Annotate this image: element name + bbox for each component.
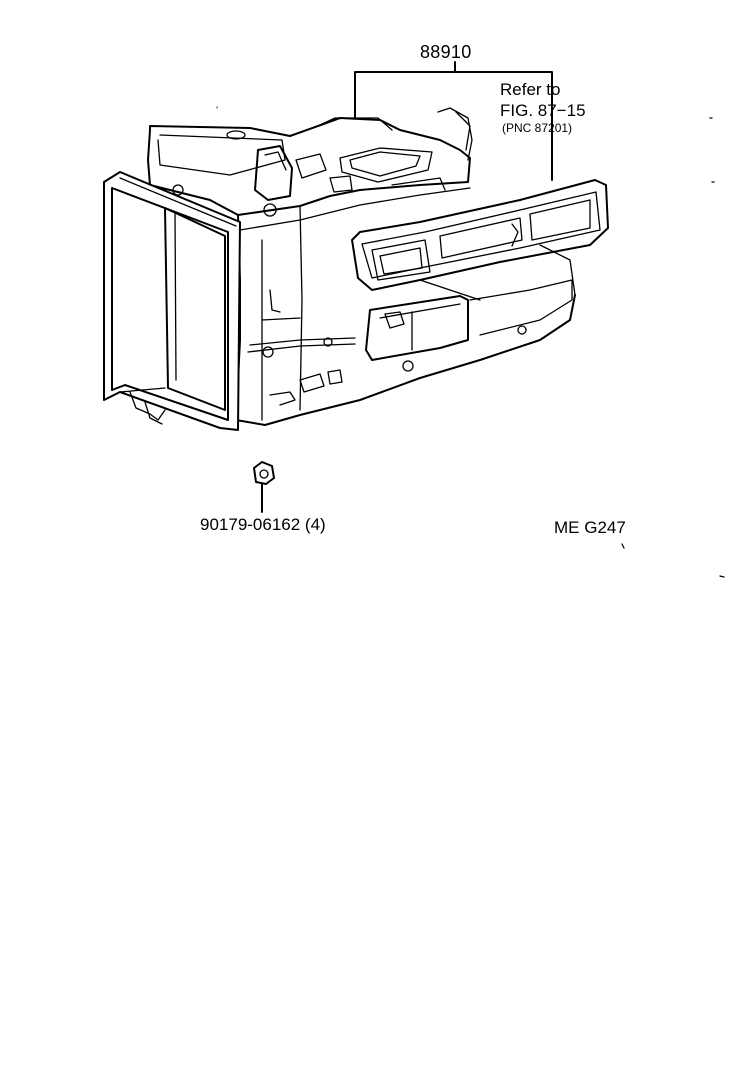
leader-88910 <box>354 61 553 181</box>
case-lower-body <box>172 184 576 426</box>
part-number-nut: 90179-06162 (4) <box>200 515 326 534</box>
inlet-frame <box>103 171 241 431</box>
nut-90179 <box>253 461 275 513</box>
svg-text:‘: ‘ <box>216 105 218 116</box>
refer-text-pnc: (PNC 87201) <box>502 121 573 135</box>
duct-assembly <box>351 179 609 361</box>
figure-code: ME G247 <box>554 518 626 537</box>
refer-text-line2: FIG. 87−15 <box>500 101 586 120</box>
part-number-main: 88910 <box>420 42 472 62</box>
refer-text-line1: Refer to <box>500 80 561 99</box>
scan-specks <box>621 117 725 578</box>
heater-case: ‘ <box>147 105 473 216</box>
